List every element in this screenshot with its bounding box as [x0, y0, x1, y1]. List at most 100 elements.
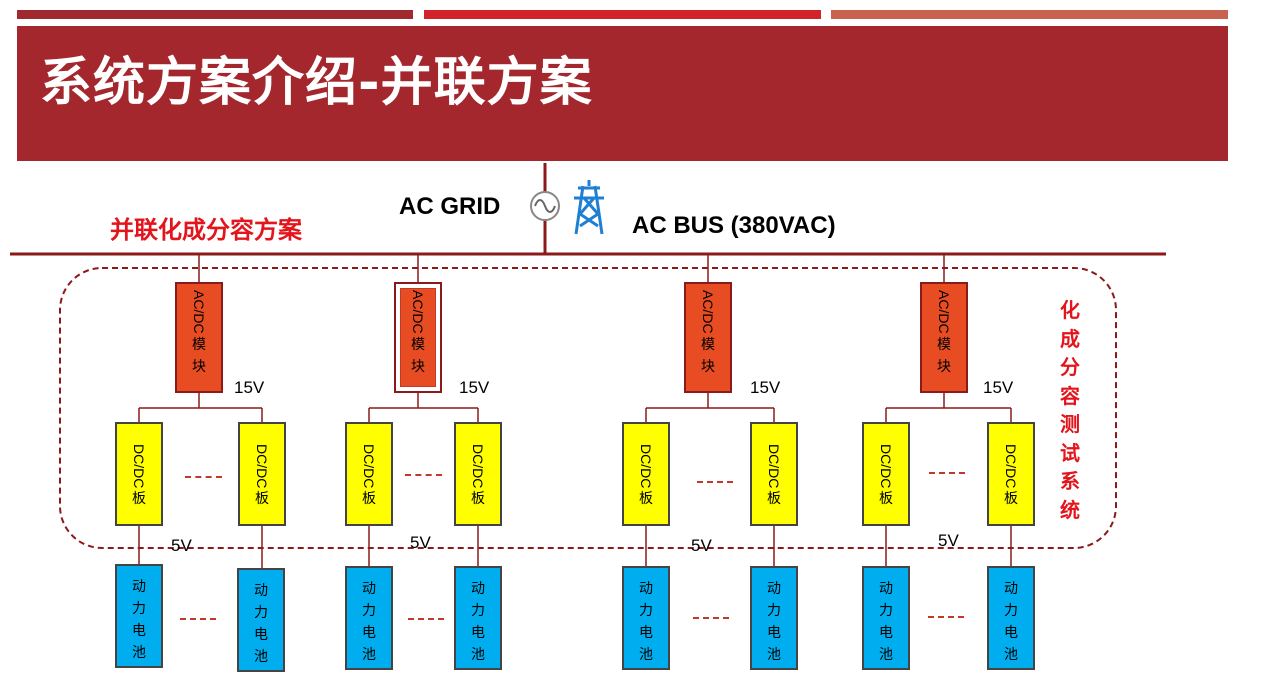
acdc-label-latin: AC/DC [191, 290, 207, 334]
power-battery[interactable]: 动力电池 [237, 568, 285, 672]
battery-label-char: 力 [639, 603, 653, 619]
dcdc-label: DC/DC 板 [752, 444, 796, 510]
acdc-label: AC/DC 模块 [396, 290, 440, 378]
dcdc-ellipsis [929, 472, 965, 474]
acdc-module-inner [400, 288, 436, 387]
power-battery[interactable]: 动力电池 [750, 566, 798, 670]
battery-label-char: 池 [362, 647, 376, 663]
battery-label-char: 池 [254, 649, 268, 665]
power-battery[interactable]: 动力电池 [345, 566, 393, 670]
acdc-label-latin: AC/DC [410, 290, 426, 334]
voltage-15v-label: 15V [983, 378, 1014, 397]
battery-ellipsis [408, 618, 444, 620]
dcdc-label-latin: DC/DC [638, 444, 654, 489]
voltage-15v-label: 15V [750, 378, 781, 397]
dcdc-label-latin: DC/DC [254, 444, 270, 489]
system-label-char: 分 [1060, 355, 1080, 379]
power-pylon-icon [574, 180, 604, 235]
battery-label-char: 池 [132, 645, 146, 661]
dcdc-board[interactable]: DC/DC 板 [454, 422, 502, 526]
acdc-module[interactable]: AC/DC 模块 [175, 282, 223, 393]
dcdc-label-char: 板 [471, 491, 485, 508]
battery-label-char: 电 [1004, 625, 1018, 641]
voltage-15v-label: 15V [459, 378, 490, 397]
dcdc-label-latin: DC/DC [470, 444, 486, 489]
battery-label-char: 池 [879, 647, 893, 663]
system-label-char: 化 [1060, 298, 1080, 322]
battery-label-char: 电 [471, 625, 485, 641]
acdc-label-char: 模 [411, 336, 425, 353]
dcdc-label-char: 板 [879, 491, 893, 508]
battery-ellipsis [180, 618, 216, 620]
dcdc-label-char: 板 [767, 491, 781, 508]
power-battery[interactable]: 动力电池 [622, 566, 670, 670]
battery-label-char: 电 [767, 625, 781, 641]
battery-label-char: 力 [254, 605, 268, 621]
battery-label-char: 力 [767, 603, 781, 619]
dcdc-board[interactable]: DC/DC 板 [750, 422, 798, 526]
battery-label-char: 池 [1004, 647, 1018, 663]
dcdc-label-char: 板 [1004, 491, 1018, 508]
dcdc-ellipsis [697, 481, 733, 483]
dcdc-label: DC/DC 板 [864, 444, 908, 510]
acdc-label: AC/DC 模块 [177, 290, 221, 378]
power-battery[interactable]: 动力电池 [862, 566, 910, 670]
battery-label-char: 力 [362, 603, 376, 619]
power-battery[interactable]: 动力电池 [115, 564, 163, 668]
battery-label: 动力电池 [117, 576, 161, 664]
battery-label-char: 动 [879, 581, 893, 597]
battery-ellipsis [693, 617, 729, 619]
battery-label-char: 电 [879, 625, 893, 641]
system-enclosure [59, 267, 1117, 549]
scheme-label: 并联化成分容方案 [110, 216, 302, 244]
voltage-5v-label: 5V [410, 533, 431, 552]
title-band [17, 26, 1228, 161]
battery-label: 动力电池 [239, 580, 283, 668]
battery-label-char: 力 [132, 601, 146, 617]
battery-label-char: 动 [132, 579, 146, 595]
ac-bus-label: AC BUS (380VAC) [632, 212, 836, 239]
dcdc-label-latin: DC/DC [766, 444, 782, 489]
dcdc-board[interactable]: DC/DC 板 [622, 422, 670, 526]
battery-label-char: 力 [879, 603, 893, 619]
ac-grid-label: AC GRID [399, 193, 501, 220]
battery-label-char: 电 [132, 623, 146, 639]
battery-label-char: 动 [471, 581, 485, 597]
ac-source-icon [530, 191, 560, 221]
battery-label-char: 动 [639, 581, 653, 597]
battery-label-char: 电 [639, 625, 653, 641]
acdc-label-char: 块 [192, 358, 206, 375]
voltage-5v-label: 5V [691, 536, 712, 555]
system-label-char: 测 [1060, 412, 1080, 436]
battery-label-char: 动 [1004, 581, 1018, 597]
system-label-char: 系 [1060, 469, 1080, 493]
dcdc-label-latin: DC/DC [878, 444, 894, 489]
acdc-label-char: 模 [701, 336, 715, 353]
acdc-module[interactable]: AC/DC 模块 [394, 282, 442, 393]
battery-label: 动力电池 [752, 578, 796, 666]
acdc-label-char: 模 [192, 336, 206, 353]
acdc-label-char: 块 [937, 358, 951, 375]
battery-label: 动力电池 [624, 578, 668, 666]
battery-label-char: 池 [639, 647, 653, 663]
power-battery[interactable]: 动力电池 [987, 566, 1035, 670]
dcdc-board[interactable]: DC/DC 板 [862, 422, 910, 526]
acdc-label-char: 块 [411, 358, 425, 375]
dcdc-ellipsis [185, 476, 222, 478]
system-label-char: 成 [1060, 326, 1080, 351]
dcdc-label-char: 板 [639, 491, 653, 508]
battery-label-char: 力 [471, 603, 485, 619]
power-battery[interactable]: 动力电池 [454, 566, 502, 670]
battery-label: 动力电池 [456, 578, 500, 666]
